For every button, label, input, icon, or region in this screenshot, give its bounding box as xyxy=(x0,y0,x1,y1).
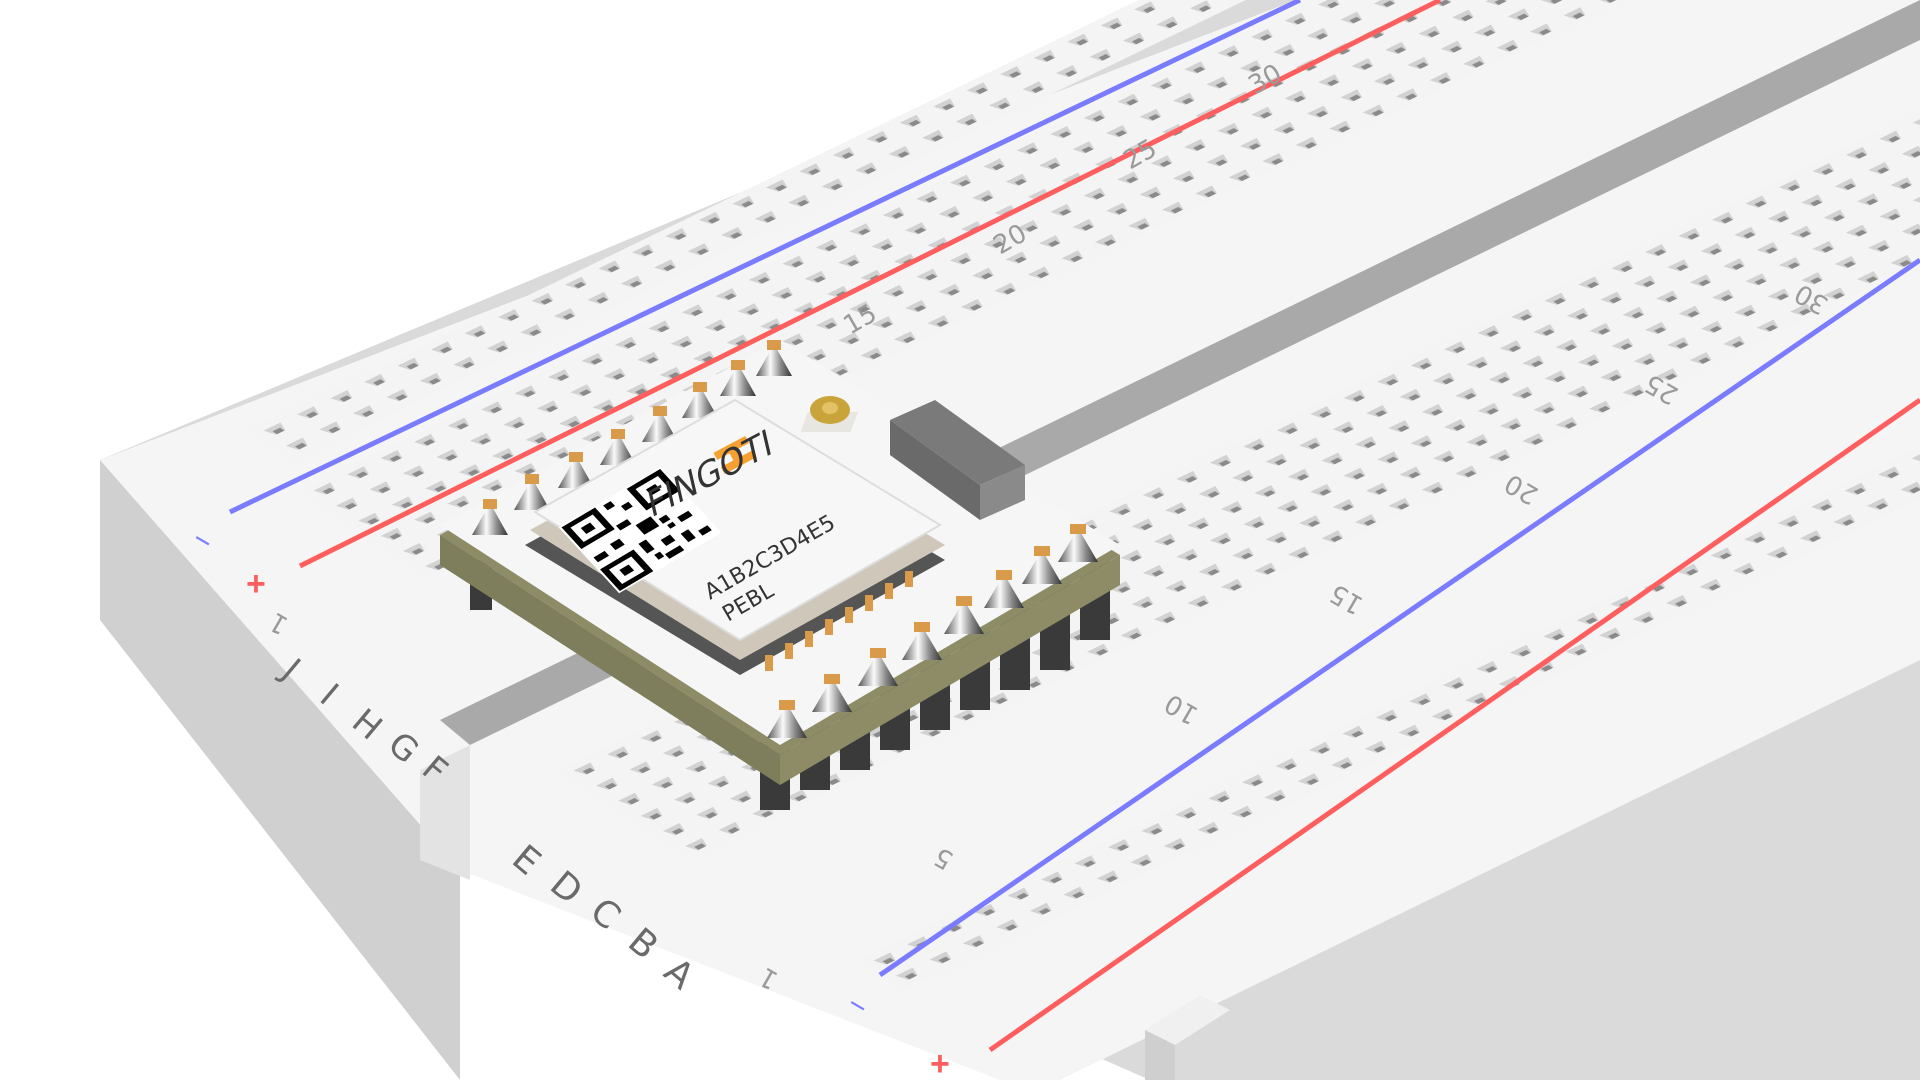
board-notch xyxy=(420,745,470,880)
module-pcb-side-right xyxy=(780,555,1120,785)
hole-grid-upper xyxy=(300,0,1920,579)
header-pins-top xyxy=(472,340,792,535)
board-side-tab xyxy=(1145,995,1230,1080)
board-end-side xyxy=(100,460,460,1080)
rail-holes-right xyxy=(860,329,1920,991)
crystal-component xyxy=(890,400,1025,520)
rail-holes-left xyxy=(250,0,1783,461)
rail-positive-symbol-left: + xyxy=(246,565,266,603)
rail-negative-top xyxy=(228,0,1302,515)
rail-positive-top xyxy=(298,0,1442,569)
rail-positive-symbol-right: + xyxy=(930,1045,950,1080)
qr-code xyxy=(558,466,722,594)
module: FINGOTI A1B2C3D4E5 PEBL xyxy=(440,340,1120,810)
rail-positive-bottom xyxy=(988,397,1920,1053)
brand-logo-icon xyxy=(713,435,757,475)
header-pins-bottom xyxy=(767,524,1098,738)
antenna-connector xyxy=(800,396,858,432)
rail-negative-bottom xyxy=(878,257,1920,978)
module-pcb-side xyxy=(440,535,780,785)
